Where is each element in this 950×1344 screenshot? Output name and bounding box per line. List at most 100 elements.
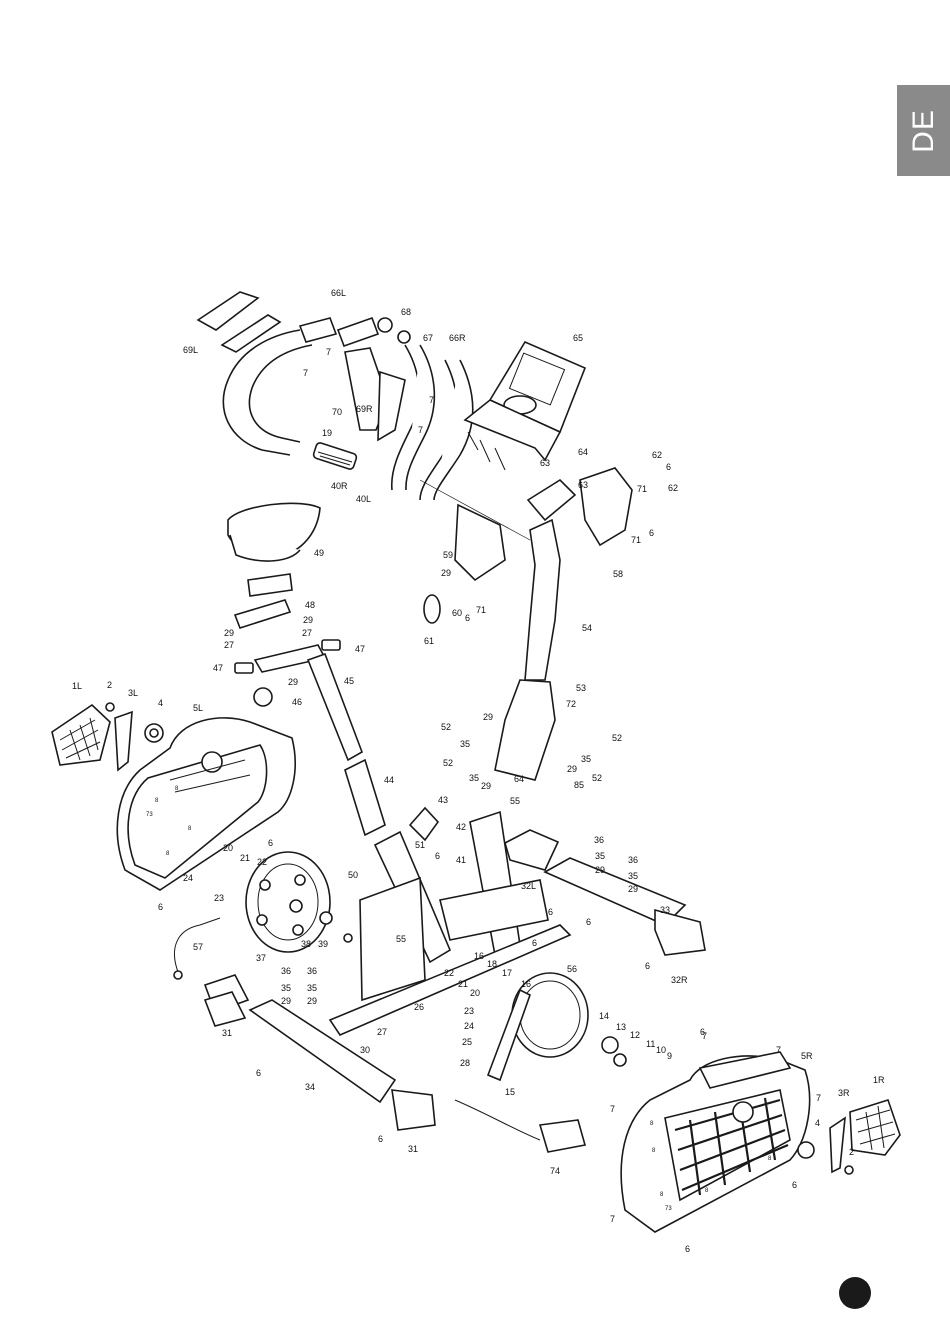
label-27b: 27 [224,640,234,650]
label-69R: 69R [356,404,373,414]
label-35d: 35 [595,851,605,861]
label-52c: 52 [443,758,453,768]
label-48: 48 [305,600,315,610]
right-pedal-crank [797,1099,901,1175]
label-52d: 52 [592,773,602,783]
label-29d: 29 [288,677,298,687]
label-31b: 31 [408,1144,418,1154]
left-side-cover [116,717,296,891]
label-56: 56 [567,964,577,974]
label-35a: 35 [460,739,470,749]
label-25: 25 [462,1037,472,1047]
label-16b: 16 [521,979,531,989]
label-67: 67 [423,333,433,343]
label-33: 33 [660,905,670,915]
label-54: 54 [582,623,592,633]
label-7f: 7 [776,1045,781,1055]
label-43: 43 [438,795,448,805]
label-45: 45 [344,676,354,686]
label-51: 51 [415,840,425,850]
label-5L: 5L [193,703,203,713]
language-tab[interactable]: DE [897,85,950,176]
label-7b: 7 [303,368,308,378]
label-4b: 4 [815,1118,820,1128]
label-29i: 29 [628,884,638,894]
label-13: 13 [616,1022,626,1032]
label-23b: 23 [464,1006,474,1016]
label-7i: 7 [610,1214,615,1224]
label-72: 72 [566,699,576,709]
left-pedal-crank [51,702,164,772]
label-29b: 29 [303,615,313,625]
label-20b: 20 [470,988,480,998]
label-47a: 47 [355,644,365,654]
seat-assembly [227,502,506,837]
label-63a: 63 [540,458,550,468]
console-unit [463,340,587,471]
label-8c: 8 [188,826,192,832]
label-9: 9 [667,1051,672,1061]
label-35c: 35 [469,773,479,783]
label-85: 85 [574,780,584,790]
label-6i: 6 [532,938,537,948]
label-36d: 36 [307,966,317,976]
label-35e: 35 [628,871,638,881]
label-28: 28 [460,1058,470,1068]
label-3L: 3L [128,688,138,698]
label-6b: 6 [649,528,654,538]
label-64a: 64 [578,447,588,457]
label-4a: 4 [158,698,163,708]
label-66L: 66L [331,288,346,298]
label-26: 26 [414,1002,424,1012]
label-15: 15 [505,1087,515,1097]
label-2b: 2 [849,1147,854,1157]
label-6k: 6 [700,1027,705,1037]
label-36a: 36 [594,835,604,845]
label-6f: 6 [158,902,163,912]
label-22a: 22 [257,857,267,867]
label-21b: 21 [458,979,468,989]
label-2a: 2 [107,680,112,690]
label-20a: 20 [223,843,233,853]
label-6d: 6 [268,838,273,848]
page-marker-dot [839,1277,871,1309]
label-6n-a: 6 [256,1068,261,1078]
label-29e: 29 [483,712,493,722]
label-1R: 1R [873,1075,885,1085]
handlebar-assembly [196,291,531,541]
label-40L: 40L [356,494,371,504]
label-63b: 63 [578,480,588,490]
label-73b: 73 [665,1206,672,1212]
label-8b: 8 [155,798,159,804]
label-59: 59 [443,550,453,560]
label-7d: 7 [418,425,423,435]
main-frame [328,806,572,1037]
label-49: 49 [314,548,324,558]
label-8i: 8 [768,1156,772,1162]
label-11: 11 [646,1039,655,1049]
label-17: 17 [502,968,512,978]
label-21a: 21 [240,853,250,863]
label-8a: 8 [175,786,179,792]
label-29k: 29 [307,996,317,1006]
label-55b: 55 [396,934,406,944]
label-19: 19 [322,428,332,438]
label-32R: 32R [671,975,688,985]
label-46: 46 [292,697,302,707]
label-24a: 24 [183,873,193,883]
label-6l-b: 6 [792,1180,797,1190]
label-5R: 5R [801,1051,813,1061]
label-27c: 27 [377,1027,387,1037]
label-36c: 36 [281,966,291,976]
label-1L: 1L [72,681,82,691]
label-3R: 3R [838,1088,850,1098]
label-52b: 52 [612,733,622,743]
flywheel [245,851,353,953]
label-42: 42 [456,822,466,832]
label-62a: 62 [652,450,662,460]
label-7h: 7 [816,1093,821,1103]
label-6c: 6 [465,613,470,623]
label-6h: 6 [586,917,591,927]
label-10: 10 [656,1045,666,1055]
